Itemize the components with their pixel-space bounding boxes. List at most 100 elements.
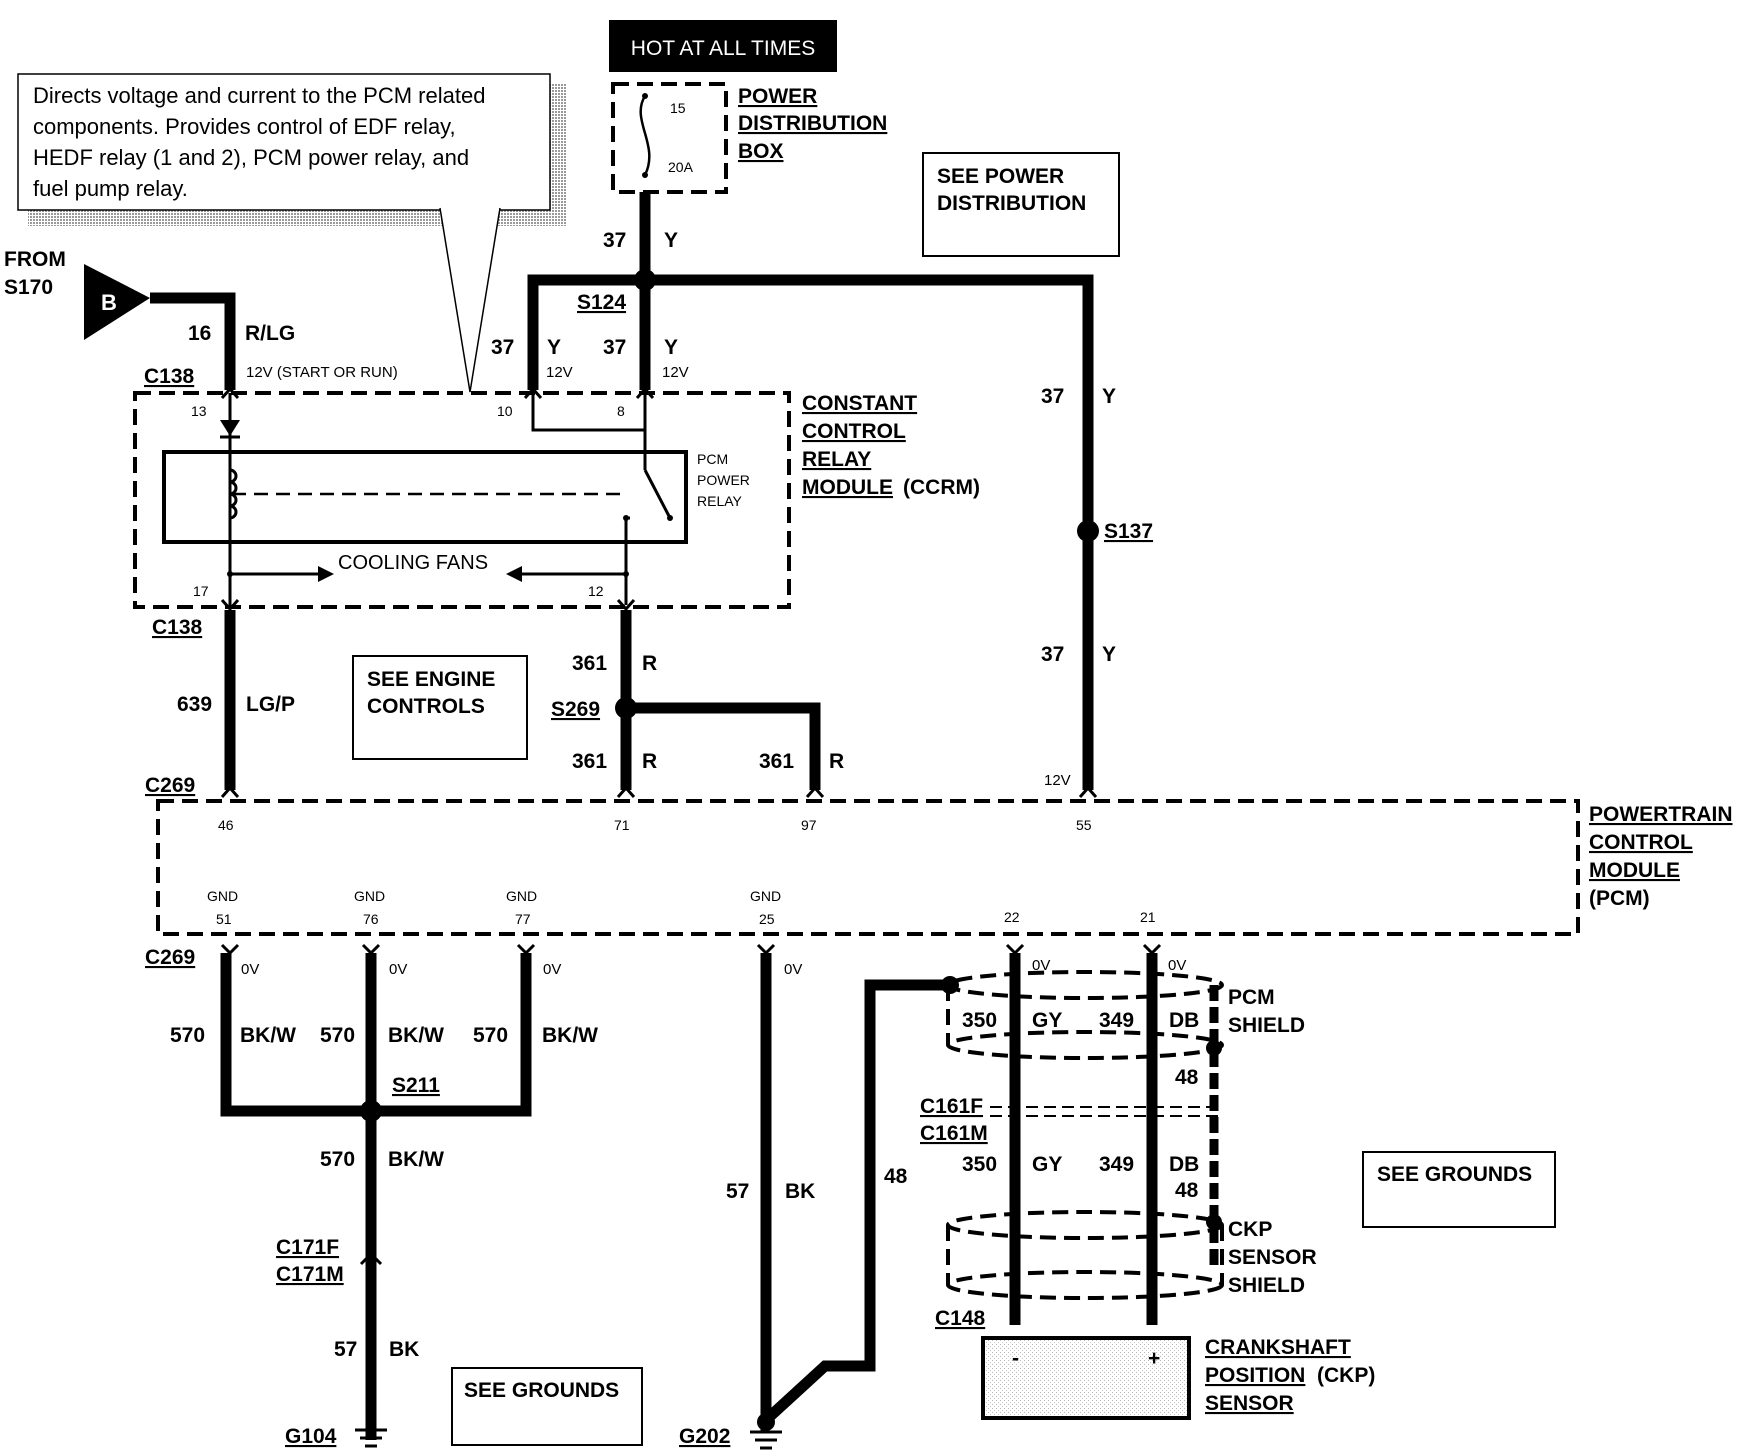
see-engine-controls-box: SEE ENGINE CONTROLS (352, 655, 528, 760)
see-power-distribution-box: SEE POWER DISTRIBUTION (922, 152, 1120, 257)
pcm-pin-71: 71 (614, 817, 630, 833)
wire-bk-label-right: BK (785, 1180, 815, 1203)
ccrm-pin-10: 10 (497, 403, 513, 419)
pcm-gnd-76-label: GND (354, 888, 385, 904)
wire-639-label: 639 (177, 693, 212, 716)
pcm-module: 46 71 97 55 GND 51 GND 76 GND 77 GND 25 … (156, 785, 1733, 936)
ckp-shield-label-2: SENSOR (1228, 1246, 1317, 1269)
see-grounds-bottom-text: SEE GROUNDS (464, 1379, 619, 1402)
wire-lgp-label: LG/P (246, 693, 295, 716)
see-grounds-right-box: SEE GROUNDS (1362, 1151, 1556, 1228)
arrow-b-icon (84, 264, 150, 340)
connector-c269-top: C269 (145, 774, 195, 797)
connector-c161m: C161M (920, 1122, 988, 1145)
see-engine-line-1: SEE ENGINE (367, 668, 495, 691)
pcm-label-3: MODULE (1589, 859, 1680, 882)
power-feed-wires: 37 Y S124 37 Y 37 Y 12V 12V 37 Y S137 37… (491, 192, 1153, 790)
relay-label-1: PCM (697, 451, 728, 467)
ccrm-label-1: CONSTANT (802, 392, 917, 415)
wire-rlg-label: R/LG (245, 322, 295, 345)
relay-label-2: POWER (697, 472, 750, 488)
pcm-pin-77: 77 (515, 911, 531, 927)
voltage-12v-pin55: 12V (1044, 772, 1071, 789)
ccrm-label-2: CONTROL (802, 420, 906, 443)
pdb-label-3: BOX (738, 140, 784, 163)
wire-bkw-label-3: BK/W (542, 1024, 598, 1047)
wire-48-label-shield-top: 48 (1175, 1066, 1199, 1089)
ccrm-module: COOLING FANS PCM POWER RELAY 13 10 8 17 … (133, 386, 980, 612)
connector-c269-bottom: C269 (145, 946, 195, 969)
pcm-gnd-77-label: GND (506, 888, 537, 904)
splice-s124-dot (634, 269, 656, 291)
pcm-pin-21: 21 (1140, 909, 1156, 925)
wire-db-label-top: DB (1169, 1009, 1199, 1032)
ccrm-pin-8: 8 (617, 403, 625, 419)
wire-37-label-right-bottom: 37 (1041, 643, 1064, 666)
wire-bkw-label-4: BK/W (388, 1148, 444, 1171)
wire-570-label-1: 570 (170, 1024, 205, 1047)
ccrm-to-pcm-wires: C138 639 LG/P 361 R S269 361 R 361 R C26… (145, 610, 844, 797)
note-line-2: components. Provides control of EDF rela… (33, 114, 456, 139)
pcm-pin-25: 25 (759, 911, 775, 927)
wire-gy-label-top: GY (1032, 1009, 1062, 1032)
ccrm-pin-12: 12 (588, 583, 604, 599)
pcm-label-2: CONTROL (1589, 831, 1693, 854)
see-engine-line-2: CONTROLS (367, 695, 485, 718)
ccrm-pin-17: 17 (193, 583, 209, 599)
wire-16-label: 16 (188, 322, 211, 345)
power-distribution-box: 15 20A POWER DISTRIBUTION BOX (611, 82, 887, 194)
wire-37-label-right-top: 37 (1041, 385, 1064, 408)
ckp-label-2: POSITION (1205, 1364, 1305, 1387)
from-label-2: S170 (4, 276, 53, 299)
fuse-icon (639, 95, 651, 176)
splice-s211-label: S211 (392, 1074, 440, 1097)
wire-gy-label-bottom: GY (1032, 1153, 1062, 1176)
fan-arrow-left-icon (506, 566, 522, 582)
see-power-line-2: DISTRIBUTION (937, 192, 1086, 215)
ckp-sensor-wiring: 350 GY 349 DB PCM SHIELD 48 C161F C161M … (920, 953, 1375, 1420)
connector-c138-bottom: C138 (152, 616, 203, 639)
note-line-3: HEDF relay (1 and 2), PCM power relay, a… (33, 145, 469, 170)
pcm-gnd-25-label: GND (750, 888, 781, 904)
ckp-label-3: SENSOR (1205, 1392, 1294, 1415)
note-line-1: Directs voltage and current to the PCM r… (33, 83, 485, 108)
ckp-plus: + (1148, 1347, 1160, 1370)
wire-361-label-bottom: 361 (572, 750, 607, 773)
ccrm-label-3: RELAY (802, 448, 871, 471)
ckp-minus: - (1012, 1347, 1019, 1370)
pcm-pin-76: 76 (363, 911, 379, 927)
splice-s137-dot (1077, 520, 1099, 542)
wire-y-label-left: Y (547, 336, 561, 359)
ccrm-label-4: MODULE (802, 476, 893, 499)
splice-s137-label: S137 (1104, 520, 1153, 543)
wire-37-label-mid: 37 (603, 336, 626, 359)
cooling-fans-label: COOLING FANS (338, 552, 488, 574)
wire-y-label-right-bottom: Y (1102, 643, 1116, 666)
ckp-label-suffix: (CKP) (1317, 1364, 1375, 1387)
wire-48-label-shield-bottom: 48 (1175, 1179, 1199, 1202)
wire-48-label-ground: 48 (884, 1165, 908, 1188)
connector-c171m: C171M (276, 1263, 344, 1286)
from-label-1: FROM (4, 248, 66, 271)
v0-pin51: 0V (241, 961, 259, 978)
see-grounds-bottom-box: SEE GROUNDS (451, 1367, 643, 1446)
voltage-12v-pin8: 12V (662, 364, 689, 381)
splice-s269-dot (615, 697, 637, 719)
fan-arrow-right-icon (318, 566, 334, 582)
splice-s124-label: S124 (577, 291, 626, 314)
wire-y-label-right-top: Y (1102, 385, 1116, 408)
wire-37-label-top: 37 (603, 229, 626, 252)
ckp-label-1: CRANKSHAFT (1205, 1336, 1351, 1359)
ccrm-pin-13: 13 (191, 403, 207, 419)
connector-c161f: C161F (920, 1095, 983, 1118)
relay-label-3: RELAY (697, 493, 743, 509)
fuse-number: 15 (670, 100, 686, 116)
v0-pin76: 0V (389, 961, 407, 978)
hot-banner-text: HOT AT ALL TIMES (631, 37, 815, 60)
wire-y-label-mid: Y (664, 336, 678, 359)
pcm-shield-label-2: SHIELD (1228, 1014, 1305, 1037)
see-grounds-right-text: SEE GROUNDS (1377, 1163, 1532, 1186)
hot-at-all-times-banner: HOT AT ALL TIMES (609, 20, 837, 72)
voltage-12v-pin10: 12V (546, 364, 573, 381)
